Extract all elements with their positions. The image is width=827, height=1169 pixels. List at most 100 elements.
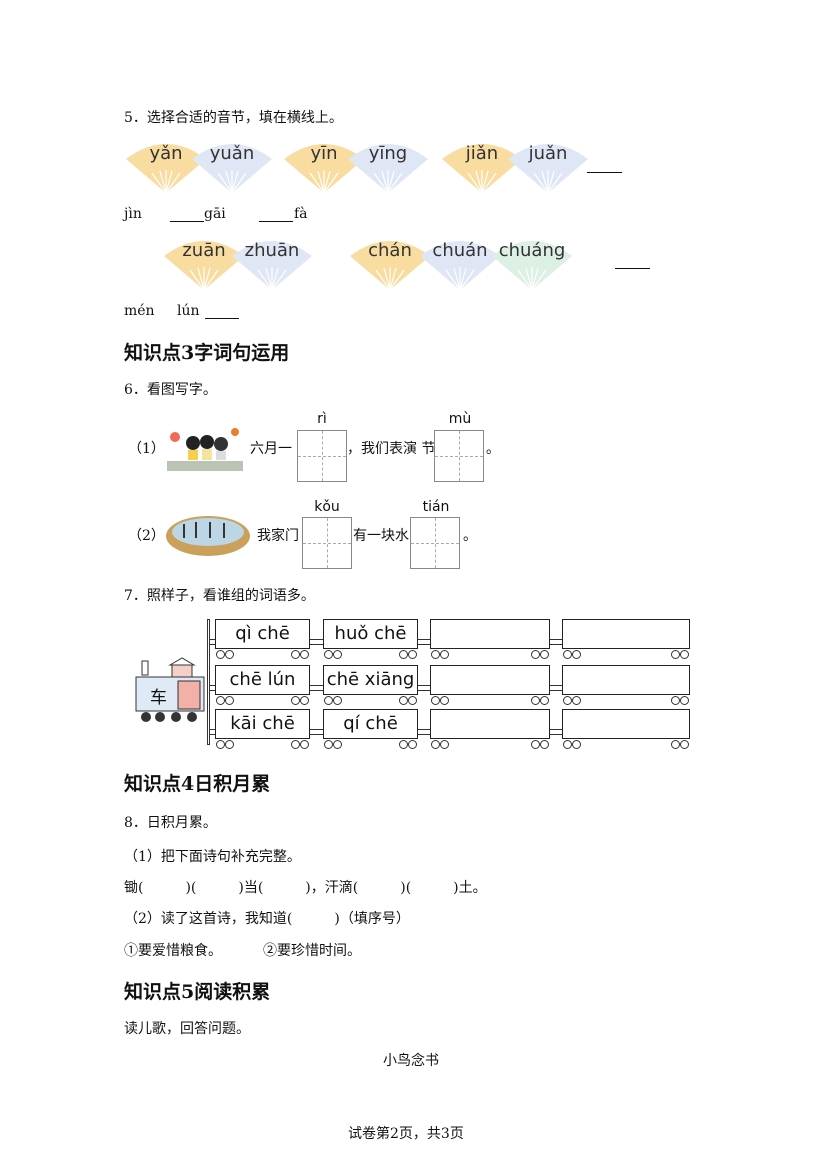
- car-coupler: [418, 639, 430, 645]
- car-wheels: [215, 740, 310, 749]
- poem-title: 小鸟念书: [383, 1053, 439, 1069]
- section-heading: 知识点5阅读积累: [124, 981, 271, 1003]
- q8-sub1: （1）把下面诗句补充完整。: [124, 849, 301, 865]
- car-coupler: [210, 685, 215, 691]
- poem-line[interactable]: 锄( )( )当( )，汗滴( )( )土。: [124, 880, 487, 896]
- word-car[interactable]: qí chē: [323, 709, 418, 739]
- sentence-text: 有一块水: [353, 528, 409, 544]
- rice-field-picture: [164, 508, 252, 558]
- q8-title: 8．日积月累。: [124, 815, 217, 831]
- car-wheels: [215, 696, 310, 705]
- pinyin-hint: tián: [422, 499, 450, 515]
- car-wheels: [323, 740, 418, 749]
- car-coupler: [418, 685, 430, 691]
- answer-blank[interactable]: [170, 220, 204, 222]
- car-coupler: [418, 729, 430, 735]
- car-wheels: [323, 696, 418, 705]
- syllable-fan: yuǎn: [190, 137, 274, 195]
- q5-word: lún: [177, 303, 200, 319]
- car-wheels: [323, 650, 418, 659]
- writing-grid[interactable]: [434, 430, 484, 482]
- car-coupler: [550, 729, 562, 735]
- syllable-text: yīng: [368, 143, 408, 164]
- q5-word: gāi: [204, 206, 226, 222]
- word-car[interactable]: [562, 709, 690, 739]
- car-wheels: [562, 650, 690, 659]
- word-car[interactable]: chē lún: [215, 665, 310, 695]
- syllable-text: zhuān: [244, 240, 300, 261]
- car-wheels: [430, 740, 550, 749]
- section-heading: 知识点4日积月累: [124, 773, 271, 795]
- item-number: （2）: [128, 528, 165, 544]
- syllable-text: yǎn: [149, 143, 183, 164]
- q5-word: fà: [294, 206, 308, 222]
- syllable-fan: chán: [348, 234, 432, 292]
- q5-word: jìn: [124, 206, 142, 222]
- car-coupler: [310, 685, 323, 691]
- word-car[interactable]: [562, 619, 690, 649]
- syllable-fan: yīn: [282, 137, 366, 195]
- children-picture: [165, 425, 245, 473]
- train-engine: 车: [132, 657, 208, 725]
- word-car[interactable]: [430, 709, 550, 739]
- syllable-fan: zuān: [162, 234, 246, 292]
- answer-blank[interactable]: [259, 220, 293, 222]
- car-wheels: [562, 740, 690, 749]
- word-car[interactable]: chē xiāng: [323, 665, 418, 695]
- syllable-text: yuǎn: [209, 143, 255, 164]
- q8-sub2: （2）读了这首诗，我知道( )（填序号）: [124, 911, 410, 927]
- word-car[interactable]: huǒ chē: [323, 619, 418, 649]
- syllable-fan: chuáng: [490, 234, 574, 292]
- car-wheels: [215, 650, 310, 659]
- item-number: （1）: [128, 441, 165, 457]
- syllable-text: yīn: [310, 143, 338, 164]
- car-coupler: [310, 729, 323, 735]
- engine-label: 车: [150, 688, 167, 708]
- word-car[interactable]: kāi chē: [215, 709, 310, 739]
- answer-blank[interactable]: [587, 171, 622, 173]
- reading-intro: 读儿歌，回答问题。: [124, 1021, 250, 1037]
- writing-grid[interactable]: [297, 430, 347, 482]
- answer-blank[interactable]: [205, 317, 239, 319]
- writing-grid[interactable]: [410, 517, 460, 569]
- sentence-text: 六月一: [250, 441, 292, 457]
- car-coupler: [210, 639, 215, 645]
- option: ②要珍惜时间。: [263, 943, 361, 959]
- syllable-fan: yǎn: [124, 137, 208, 195]
- pinyin-hint: rì: [317, 411, 327, 427]
- sentence-text: 。: [463, 528, 477, 544]
- option: ①要爱惜粮食。: [124, 943, 222, 959]
- syllable-fan: yīng: [346, 137, 430, 195]
- train-pole: [207, 619, 210, 745]
- car-coupler: [550, 639, 562, 645]
- syllable-text: chuán: [432, 240, 488, 261]
- syllable-fan: chuán: [418, 234, 502, 292]
- pinyin-hint: kǒu: [314, 499, 340, 515]
- syllable-fan: zhuān: [230, 234, 314, 292]
- answer-blank[interactable]: [615, 267, 650, 269]
- car-wheels: [430, 650, 550, 659]
- q5-title: 5．选择合适的音节，填在横线上。: [124, 110, 343, 126]
- car-coupler: [210, 729, 215, 735]
- sentence-text: 。: [486, 441, 500, 457]
- sentence-text: 我家门: [257, 528, 299, 544]
- word-car[interactable]: [430, 619, 550, 649]
- car-coupler: [550, 685, 562, 691]
- word-car[interactable]: [430, 665, 550, 695]
- car-wheels: [430, 696, 550, 705]
- syllable-text: jiǎn: [465, 143, 499, 164]
- page-footer: 试卷第2页，共3页: [348, 1126, 464, 1142]
- q5-word: mén: [124, 303, 155, 319]
- syllable-text: chuáng: [498, 240, 566, 261]
- sentence-text: ，我们表演 节: [347, 441, 436, 457]
- word-car[interactable]: qì chē: [215, 619, 310, 649]
- writing-grid[interactable]: [302, 517, 352, 569]
- q6-title: 6．看图写字。: [124, 382, 217, 398]
- section-heading: 知识点3字词句运用: [124, 342, 290, 364]
- word-car[interactable]: [562, 665, 690, 695]
- syllable-text: chán: [368, 240, 412, 261]
- car-wheels: [562, 696, 690, 705]
- pinyin-hint: mù: [448, 411, 472, 427]
- syllable-text: juǎn: [528, 143, 568, 164]
